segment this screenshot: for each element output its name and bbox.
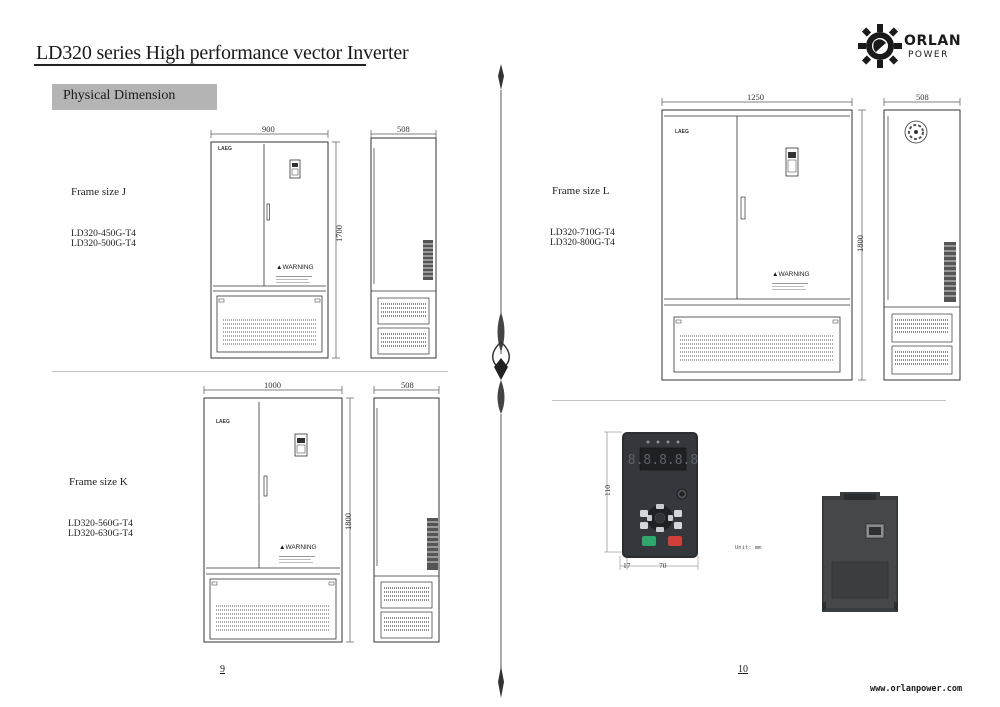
frame-l-depth: 508 (916, 92, 929, 102)
frame-k-brand: LAEG (216, 419, 230, 425)
frame-k-warning-label: ▲WARNING (279, 536, 324, 563)
frame-k-model-1: LD320-560G-T4 (68, 519, 133, 529)
keypad-height: 110 (603, 485, 612, 496)
frame-j-model-1: LD320-450G-T4 (71, 229, 136, 239)
page-title: LD320 series High performance vector Inv… (36, 42, 409, 64)
frame-j-brand: LAEG (218, 146, 232, 152)
unit-label: Unit: mm (735, 545, 762, 551)
frame-l-warning-text: WARNING (778, 271, 810, 278)
page-divider-ornament (492, 64, 510, 698)
frame-k-side-drawing (373, 386, 440, 643)
keypad-lcd: 8.8.8.8.8 (628, 453, 698, 468)
frame-k-depth: 508 (401, 380, 414, 390)
frame-j-label: Frame size J (71, 186, 126, 198)
logo-sub: POWER (908, 50, 949, 60)
frame-k-height: 1800 (343, 513, 353, 530)
frame-j-front-drawing (210, 130, 340, 359)
frame-l-brand: LAEG (675, 129, 689, 135)
frame-l-model-2: LD320-800G-T4 (550, 238, 615, 248)
frame-l-side-drawing (883, 98, 961, 381)
keypad-width: 70 (659, 561, 667, 570)
frame-j-warning-text: WARNING (282, 264, 314, 271)
warning-icon: ▲ (772, 271, 779, 278)
title-underline (34, 64, 366, 66)
gear-logo-icon (858, 24, 902, 68)
keypad-front-drawing: 8.8.8.8.8 (604, 431, 699, 570)
frame-j-depth: 508 (397, 124, 410, 134)
warning-icon: ▲ (276, 264, 283, 271)
frame-k-width: 1000 (264, 380, 281, 390)
frame-j-warning-label: ▲WARNING (276, 256, 321, 283)
frame-k-warning-text: WARNING (285, 544, 317, 551)
frame-l-label: Frame size L (552, 185, 610, 197)
frame-l-width: 1250 (747, 92, 764, 102)
page-number-right: 10 (738, 664, 748, 675)
separator-right (552, 400, 946, 401)
frame-k-model-2: LD320-630G-T4 (68, 529, 133, 539)
frame-j-height: 1700 (334, 225, 344, 242)
keypad-offset: 17 (623, 561, 631, 570)
separator-left (52, 371, 448, 372)
page-number-left: 9 (220, 664, 225, 675)
frame-l-warning-label: ▲WARNING (772, 263, 817, 290)
frame-l-model-1: LD320-710G-T4 (550, 228, 615, 238)
warning-icon: ▲ (279, 544, 286, 551)
frame-j-model-2: LD320-500G-T4 (71, 239, 136, 249)
frame-j-side-drawing (370, 130, 437, 359)
keypad-back-drawing (822, 492, 898, 612)
website-url: www.orlanpower.com (870, 684, 963, 694)
frame-k-front-drawing (203, 386, 354, 643)
orlan-power-logo: ORLAN POWER (858, 22, 968, 70)
section-tab: Physical Dimension (52, 84, 217, 110)
frame-j-width: 900 (262, 124, 275, 134)
frame-l-height: 1800 (855, 235, 865, 252)
logo-name: ORLAN (904, 33, 962, 49)
frame-k-label: Frame size K (69, 476, 128, 488)
frame-l-front-drawing (661, 98, 866, 381)
